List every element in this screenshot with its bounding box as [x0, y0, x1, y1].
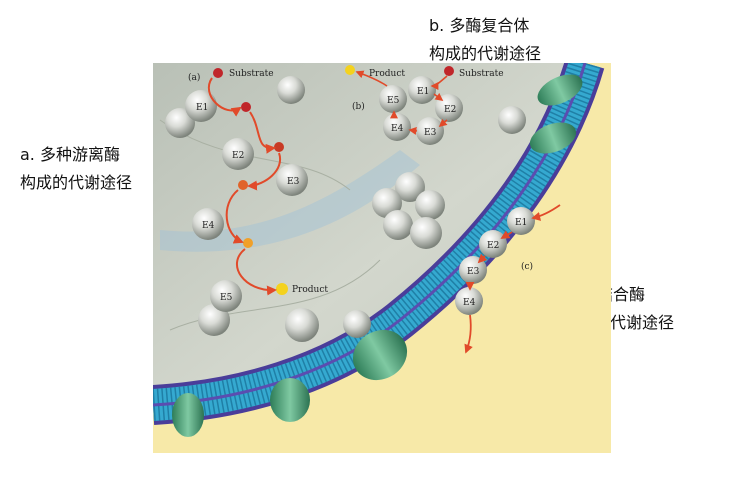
product-dot [276, 283, 288, 295]
enzyme-label: E2 [487, 241, 499, 251]
membrane-protein [270, 378, 310, 422]
enzyme-e5 [210, 280, 242, 312]
enzyme-label: E2 [444, 105, 456, 115]
membrane-protein [172, 393, 204, 437]
substrate-dot [444, 66, 454, 76]
enzyme-e2 [222, 138, 254, 170]
product-dot [345, 65, 355, 75]
enzyme-label: E5 [220, 293, 233, 303]
enzyme-e1 [507, 207, 535, 235]
enzyme-label: E4 [202, 221, 215, 231]
membrane-protein [537, 74, 583, 106]
enzyme-label: E4 [463, 298, 476, 308]
cytoplasm [153, 63, 585, 405]
enzyme-e4 [455, 287, 483, 315]
enzyme-label: E1 [417, 87, 429, 97]
enzyme-e1 [185, 90, 217, 122]
panel-b-tag: (b) [352, 101, 365, 112]
pathway-free-enzymes: (a) Substrate E1 E2 E3 E4 E5 Product [185, 68, 328, 312]
caption-free-enzymes: a. 多种游离酶 构成的代谢途径 [20, 141, 132, 197]
panel-a-tag: (a) [188, 72, 200, 83]
enzyme-e2 [479, 230, 507, 258]
panel-a-substrate-label: Substrate [229, 69, 274, 79]
enzyme-label: E3 [287, 177, 300, 187]
caption-a-line2: 构成的代谢途径 [20, 173, 133, 192]
pathway-multienzyme-complex: Product Substrate (b) E1 E2 E3 E4 E5 [345, 65, 504, 145]
enzyme-label: E1 [196, 103, 208, 113]
enzyme-label: E3 [424, 128, 437, 138]
pathway-membrane-enzymes: E1 E2 E3 E4 (c) [455, 204, 561, 354]
enzyme-e5 [379, 85, 407, 113]
caption-multienzyme-complex: b. 多酶复合体 构成的代谢途径 [429, 12, 541, 68]
free-proteins [165, 76, 526, 342]
enzyme-e4 [383, 113, 411, 141]
panel-b-product-label: Product [369, 69, 405, 79]
enzyme-e4 [192, 208, 224, 240]
caption-a-line1: a. 多种游离酶 [20, 145, 120, 164]
panel-c-tag: (c) [521, 261, 533, 272]
caption-b-line1: b. 多酶复合体 [429, 16, 530, 35]
membrane-protein [529, 122, 577, 154]
membrane-protein [352, 329, 408, 381]
substrate-dot [213, 68, 223, 78]
panel-a-product-label: Product [292, 285, 328, 295]
enzyme-e1 [408, 76, 436, 104]
enzyme-label: E4 [391, 124, 404, 134]
enzyme-e3 [276, 164, 308, 196]
enzyme-label: E1 [515, 218, 527, 228]
enzyme-label: E3 [467, 267, 480, 277]
cytoskeleton-filament [160, 150, 420, 252]
caption-b-line2: 构成的代谢途径 [429, 44, 542, 63]
enzyme-label: E5 [387, 96, 400, 106]
enzyme-e2 [435, 94, 463, 122]
enzyme-e3 [416, 117, 444, 145]
enzyme-label: E2 [232, 151, 244, 161]
panel-b-substrate-label: Substrate [459, 69, 504, 79]
